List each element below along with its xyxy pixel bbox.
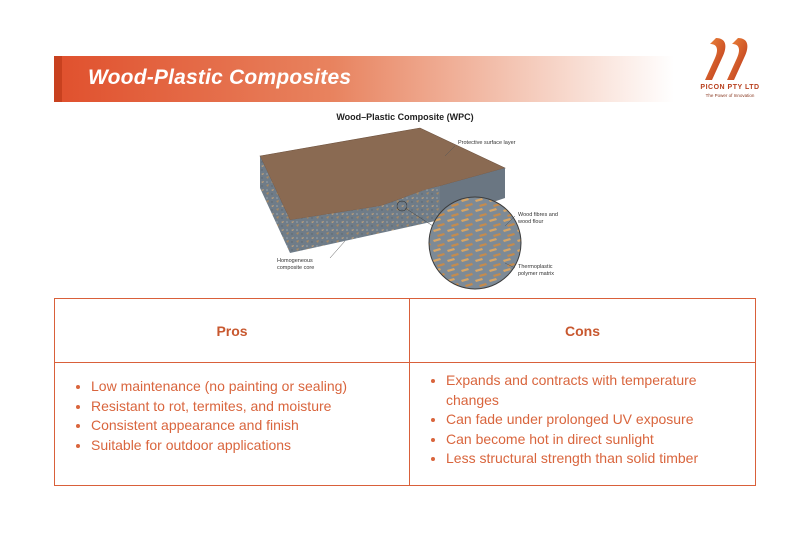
callout-composite-core: Homogeneous composite core [277,258,315,271]
title-accent-bar [54,56,62,102]
title-banner [54,56,674,102]
cons-item: Can fade under prolonged UV exposure [446,410,745,430]
pros-item: Low maintenance (no painting or sealing) [91,377,399,397]
pros-list: Low maintenance (no painting or sealing)… [67,377,399,455]
pros-cons-table: Pros Cons Low maintenance (no painting o… [54,298,756,486]
cons-item: Expands and contracts with temperature c… [446,371,745,410]
pros-cell: Low maintenance (no painting or sealing)… [54,362,410,486]
cons-item: Can become hot in direct sunlight [446,430,745,450]
cons-header: Cons [409,298,756,363]
company-logo-icon [705,38,748,80]
figure-title: Wood–Plastic Composite (WPC) [336,112,474,122]
pros-item: Consistent appearance and finish [91,416,399,436]
logo-tagline: The Power of Innovation [705,93,755,98]
wpc-cross-section-figure: Wood–Plastic Composite (WPC) [250,108,560,293]
cons-item: Less structural strength than solid timb… [446,449,745,469]
pros-item: Resistant to rot, termites, and moisture [91,397,399,417]
callout-wood-fibres: Wood fibres and wood flour [518,212,558,225]
cons-cell: Expands and contracts with temperature c… [409,362,756,486]
logo-company-name: PICON PTY LTD [700,84,760,91]
callout-surface-layer: Protective surface layer [458,140,516,146]
pros-header: Pros [54,298,410,363]
callout-polymer-matrix: Thermoplastic polymer matrix [518,264,555,277]
page-title: Wood-Plastic Composites [88,66,352,89]
cons-list: Expands and contracts with temperature c… [422,371,745,469]
pros-item: Suitable for outdoor applications [91,436,399,456]
wpc-illustration [259,127,522,290]
